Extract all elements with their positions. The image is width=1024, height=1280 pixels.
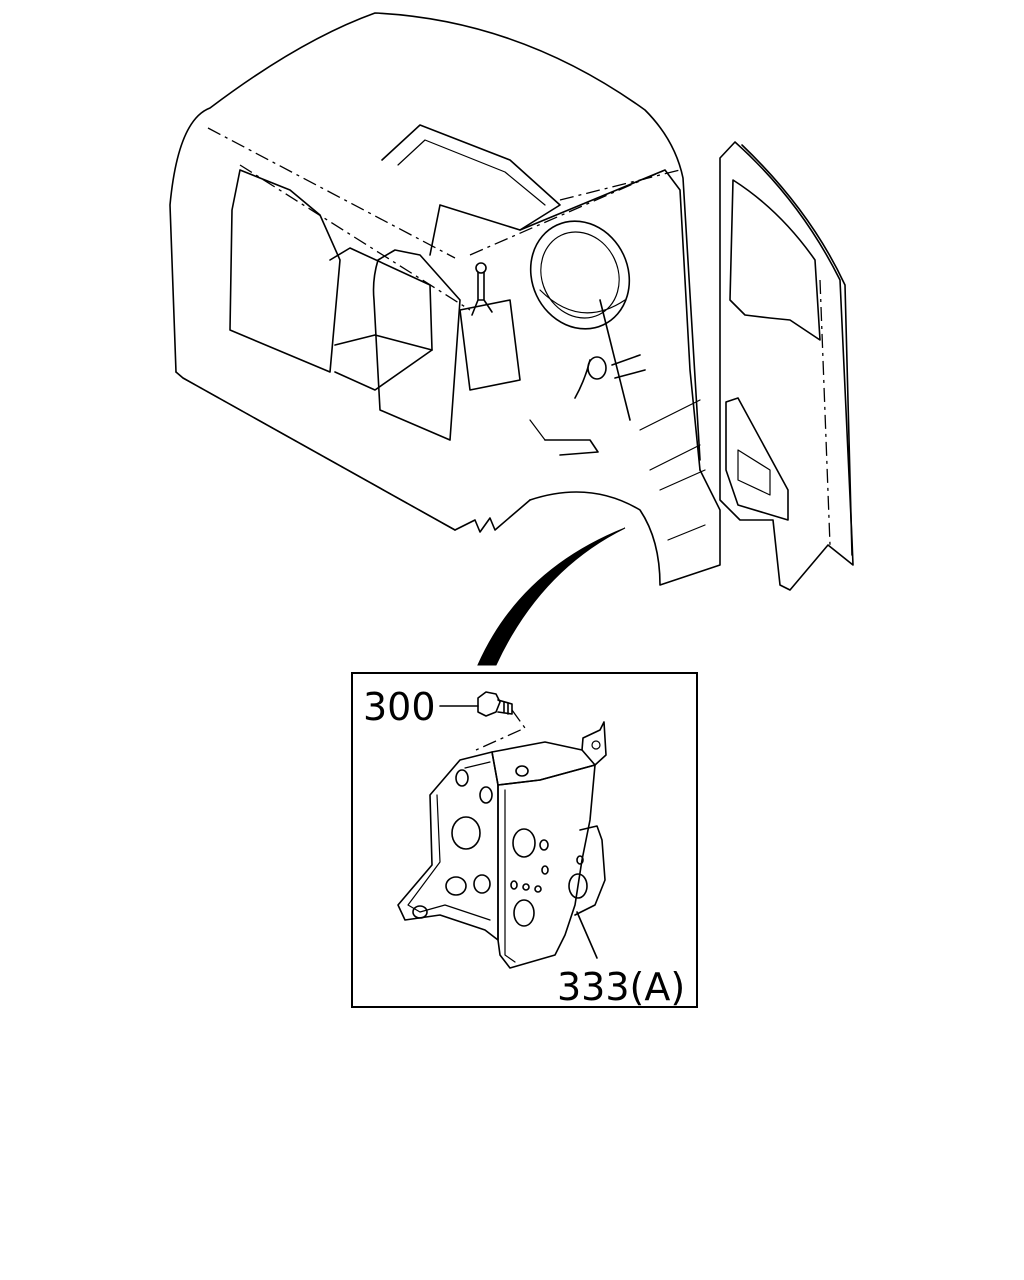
gear-lever bbox=[471, 271, 493, 316]
callout-300: 300 bbox=[363, 685, 436, 729]
door-hidden-edge bbox=[819, 279, 831, 546]
steering-wheel-inner bbox=[540, 231, 620, 319]
door-window bbox=[729, 179, 821, 341]
roof-hidden-edge bbox=[207, 127, 456, 259]
hole-face-lower bbox=[513, 899, 535, 927]
hole-top-plate bbox=[515, 765, 529, 777]
callout-333a: 333(A) bbox=[557, 965, 685, 1009]
wheel-arch bbox=[529, 469, 721, 586]
bolt-300 bbox=[439, 691, 526, 751]
detail-inset: 300 333(A) bbox=[351, 672, 698, 1009]
hole-face-small-1 bbox=[539, 839, 549, 851]
hole-flange-top bbox=[455, 769, 469, 787]
center-console bbox=[459, 299, 521, 391]
hole-tab-small bbox=[576, 855, 584, 865]
bracket-left-flange bbox=[397, 751, 499, 941]
door-handle-recess bbox=[737, 449, 771, 496]
bolt-axis bbox=[475, 709, 526, 751]
bolt-head bbox=[477, 691, 501, 717]
dash-hood-inner bbox=[397, 139, 546, 206]
arch-front bbox=[667, 524, 706, 541]
front-seat-dash bbox=[239, 164, 471, 311]
hole-face-small-5 bbox=[534, 885, 542, 893]
door-outer-edge bbox=[741, 144, 853, 556]
steering-column bbox=[599, 299, 631, 421]
door-frame bbox=[719, 141, 854, 591]
dash-hidden bbox=[469, 169, 666, 256]
steering-wheel bbox=[529, 220, 631, 330]
rear-seat-step bbox=[334, 334, 433, 351]
bracket-main-face bbox=[497, 764, 596, 969]
hole-face-small-4 bbox=[522, 883, 530, 891]
gear-knob bbox=[475, 262, 487, 274]
bracket-right-tab bbox=[574, 825, 606, 916]
bracket-face-edge bbox=[504, 789, 516, 963]
brake-booster bbox=[587, 356, 607, 380]
bracket-333a bbox=[397, 721, 607, 969]
booster-hose bbox=[611, 354, 646, 379]
dash-hidden-lower bbox=[559, 169, 681, 201]
hole-flange-lower-right bbox=[473, 874, 491, 894]
bolt-shank bbox=[497, 699, 513, 715]
hole-face-small-2 bbox=[541, 865, 549, 875]
rear-seat-back bbox=[229, 169, 341, 373]
cab-front-cut bbox=[454, 499, 531, 533]
detail-pointer bbox=[477, 527, 626, 666]
front-seat-back bbox=[372, 249, 461, 441]
bracket-leader-line bbox=[576, 911, 598, 959]
detail-frame bbox=[351, 672, 698, 1008]
hole-tab-right bbox=[568, 873, 588, 899]
hole-flange-large bbox=[451, 816, 481, 850]
hole-flange-foot bbox=[412, 905, 428, 919]
hole-flange-upper bbox=[479, 786, 493, 804]
bracket-tab-top bbox=[581, 721, 607, 766]
tab-hole-top bbox=[591, 740, 601, 750]
door-inner-panel bbox=[725, 397, 789, 521]
dash-hood bbox=[381, 124, 561, 256]
hole-face-small-3 bbox=[510, 880, 518, 890]
hole-flange-lower-left bbox=[445, 876, 467, 896]
rear-seat-base bbox=[329, 247, 433, 391]
floor-line bbox=[529, 399, 706, 491]
hole-face-upper bbox=[512, 828, 536, 858]
cab-overview bbox=[169, 12, 854, 591]
floor-hidden-edge bbox=[182, 377, 456, 531]
steering-spoke bbox=[539, 289, 626, 314]
cab-roof bbox=[169, 12, 701, 461]
